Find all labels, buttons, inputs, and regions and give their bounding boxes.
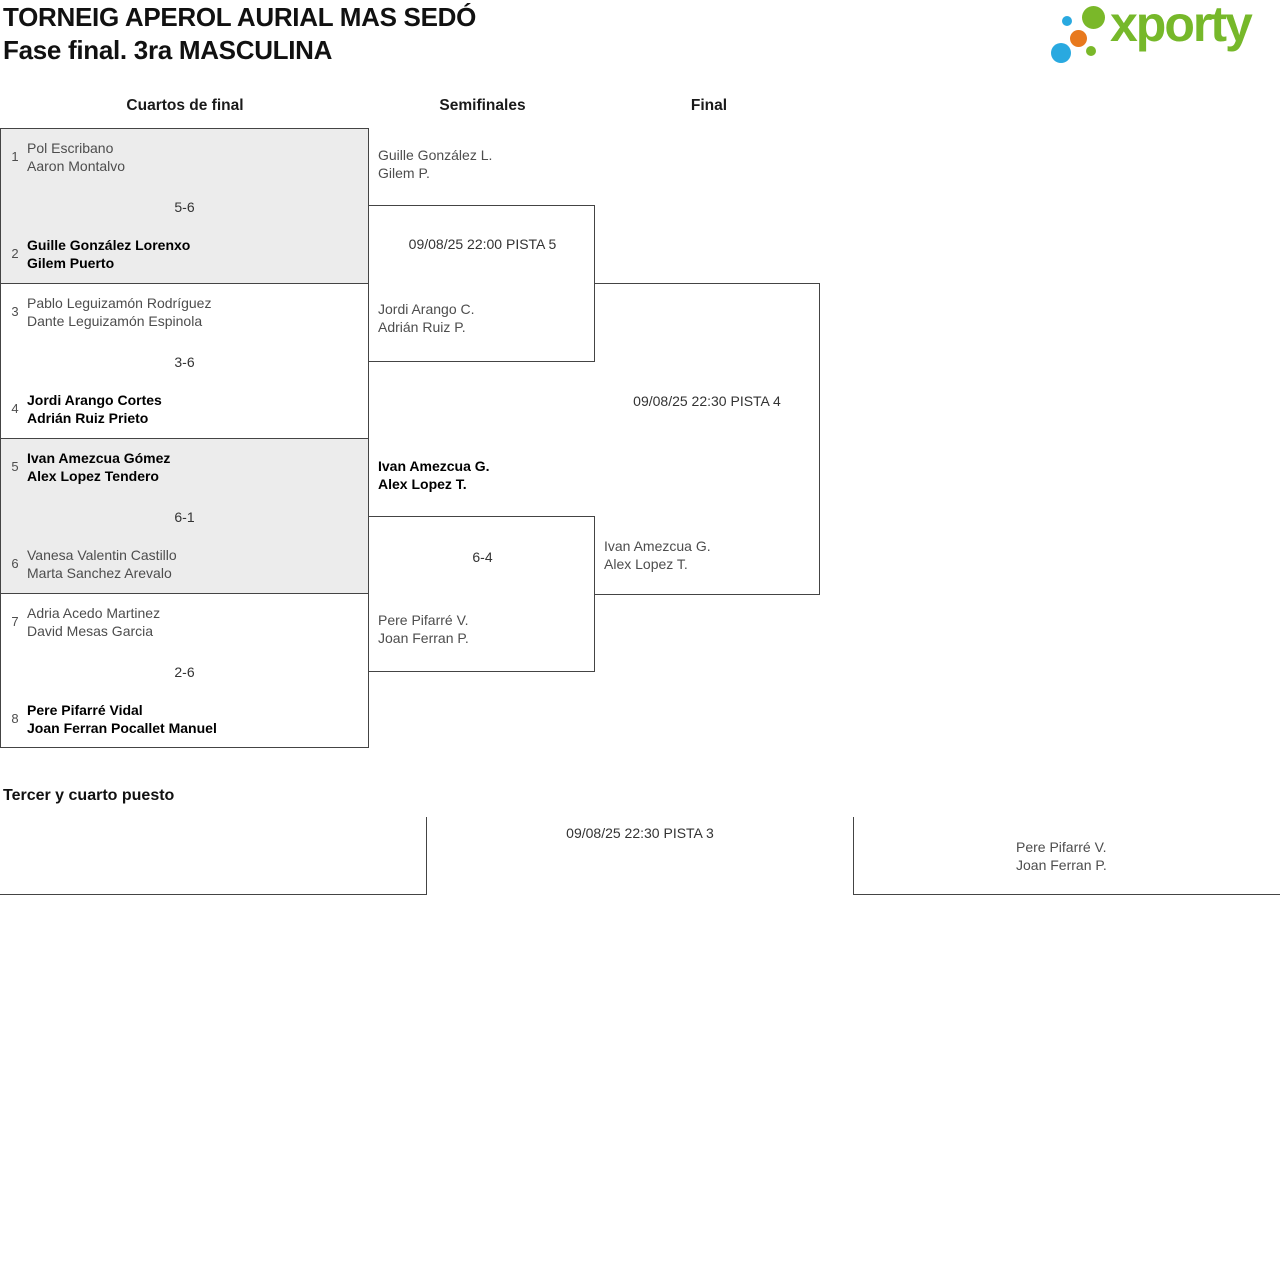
player-name: Ivan Amezcua G. bbox=[604, 538, 711, 554]
player-name: Pablo Leguizamón Rodríguez bbox=[27, 295, 212, 311]
team-pair: Adria Acedo Martinez David Mesas Garcia bbox=[27, 604, 160, 640]
player-name: Guille González L. bbox=[378, 147, 493, 163]
column-header-semifinals: Semifinales bbox=[439, 97, 526, 114]
quarterfinal-match-4: 7 Adria Acedo Martinez David Mesas Garci… bbox=[0, 593, 369, 748]
quarterfinal-match-3: 5 Ivan Amezcua Gómez Alex Lopez Tendero … bbox=[0, 438, 369, 593]
player-name: Joan Ferran Pocallet Manuel bbox=[27, 720, 217, 736]
tournament-title: TORNEIG APEROL AURIAL MAS SEDÓ Fase fina… bbox=[3, 1, 476, 67]
semifinal2-team-bottom: Pere Pifarré V. Joan Ferran P. bbox=[378, 611, 469, 647]
team-pair-winner: Jordi Arango Cortes Adrián Ruiz Prieto bbox=[27, 391, 162, 427]
semifinal2-match-score: 6-4 bbox=[472, 549, 493, 565]
player-name: Jordi Arango Cortes bbox=[27, 392, 162, 408]
seed-number: 4 bbox=[11, 401, 19, 416]
match-score: 6-1 bbox=[174, 509, 195, 525]
player-name: Guille González Lorenxo bbox=[27, 237, 191, 253]
seed-number: 1 bbox=[11, 149, 19, 164]
third-place-team-right: Pere Pifarré V. Joan Ferran P. bbox=[1016, 838, 1107, 874]
player-name: Jordi Arango C. bbox=[378, 301, 475, 317]
final-match-info: 09/08/25 22:30 PISTA 4 bbox=[633, 393, 781, 409]
logo-dot-blue-large bbox=[1051, 43, 1071, 63]
player-name: Pere Pifarré V. bbox=[1016, 839, 1107, 855]
logo-dot-orange bbox=[1070, 30, 1087, 47]
bracket-line bbox=[369, 516, 595, 517]
tournament-title-line1: TORNEIG APEROL AURIAL MAS SEDÓ bbox=[3, 2, 477, 32]
player-name: Adrián Ruiz Prieto bbox=[27, 410, 149, 426]
bracket-line bbox=[594, 283, 820, 284]
semifinal1-team-top: Guille González L. Gilem P. bbox=[378, 146, 492, 182]
semifinal2-team-top-winner: Ivan Amezcua G. Alex Lopez T. bbox=[378, 457, 490, 493]
seed-number: 7 bbox=[11, 614, 19, 629]
column-header-final: Final bbox=[690, 97, 728, 114]
logo-dot-green-small bbox=[1086, 46, 1096, 56]
xporty-logo[interactable]: xporty bbox=[1045, 0, 1277, 72]
player-name: Pol Escribano bbox=[27, 140, 114, 156]
team-pair-winner: Guille González Lorenxo Gilem Puerto bbox=[27, 236, 190, 272]
player-name: Marta Sanchez Arevalo bbox=[27, 565, 172, 581]
player-name: Aaron Montalvo bbox=[27, 158, 126, 174]
bracket-line bbox=[369, 205, 595, 206]
seed-number: 5 bbox=[11, 459, 19, 474]
semifinal1-team-bottom: Jordi Arango C. Adrián Ruiz P. bbox=[378, 300, 475, 336]
player-name: Joan Ferran P. bbox=[1016, 857, 1107, 873]
seed-number: 3 bbox=[11, 304, 19, 319]
player-name: Ivan Amezcua G. bbox=[378, 458, 490, 474]
seed-number: 2 bbox=[11, 246, 19, 261]
player-name: Alex Lopez T. bbox=[604, 556, 688, 572]
player-name: Adria Acedo Martinez bbox=[27, 605, 161, 621]
team-pair: Pablo Leguizamón Rodríguez Dante Leguiza… bbox=[27, 294, 211, 330]
seed-number: 6 bbox=[11, 556, 19, 571]
bracket-line bbox=[369, 361, 595, 362]
team-pair: Vanesa Valentin Castillo Marta Sanchez A… bbox=[27, 546, 177, 582]
logo-dot-blue-small bbox=[1062, 16, 1072, 26]
match-score: 2-6 bbox=[174, 664, 195, 680]
bracket-line bbox=[819, 283, 820, 595]
player-name: Vanesa Valentin Castillo bbox=[27, 547, 177, 563]
player-name: Pere Pifarré V. bbox=[378, 612, 469, 628]
logo-wordmark: xporty bbox=[1110, 0, 1253, 52]
player-name: Dante Leguizamón Espinola bbox=[27, 313, 203, 329]
third-place-match-info: 09/08/25 22:30 PISTA 3 bbox=[566, 825, 714, 841]
seed-number: 8 bbox=[11, 711, 19, 726]
logo-dot-green-large bbox=[1082, 6, 1105, 29]
team-pair-winner: Pere Pifarré Vidal Joan Ferran Pocallet … bbox=[27, 701, 217, 737]
player-name: Gilem P. bbox=[378, 165, 430, 181]
team-pair: Pol Escribano Aaron Montalvo bbox=[27, 139, 125, 175]
tournament-title-line2: Fase final. 3ra MASCULINA bbox=[3, 35, 333, 65]
match-score: 3-6 bbox=[174, 354, 195, 370]
player-name: Joan Ferran P. bbox=[378, 630, 469, 646]
third-place-title: Tercer y cuarto puesto bbox=[3, 787, 175, 804]
column-header-quarterfinals: Cuartos de final bbox=[126, 97, 244, 114]
final-team-bottom: Ivan Amezcua G. Alex Lopez T. bbox=[604, 537, 711, 573]
player-name: David Mesas Garcia bbox=[27, 623, 154, 639]
player-name: Pere Pifarré Vidal bbox=[27, 702, 143, 718]
player-name: Alex Lopez T. bbox=[378, 476, 467, 492]
match-score: 5-6 bbox=[174, 199, 195, 215]
player-name: Gilem Puerto bbox=[27, 255, 115, 271]
bracket-line bbox=[853, 817, 854, 895]
bracket-line bbox=[594, 594, 820, 595]
bracket-line bbox=[853, 894, 1280, 895]
bracket-line bbox=[369, 671, 595, 672]
semifinal1-match-info: 09/08/25 22:00 PISTA 5 bbox=[408, 236, 557, 252]
bracket-line bbox=[0, 894, 427, 895]
team-pair-winner: Ivan Amezcua Gómez Alex Lopez Tendero bbox=[27, 449, 170, 485]
player-name: Alex Lopez Tendero bbox=[27, 468, 159, 484]
quarterfinal-match-1: 1 Pol Escribano Aaron Montalvo 5-6 Guill… bbox=[0, 128, 369, 283]
bracket-line bbox=[426, 817, 427, 895]
player-name: Adrián Ruiz P. bbox=[378, 319, 466, 335]
quarterfinal-match-2: 3 Pablo Leguizamón Rodríguez Dante Legui… bbox=[0, 283, 369, 438]
player-name: Ivan Amezcua Gómez bbox=[27, 450, 171, 466]
